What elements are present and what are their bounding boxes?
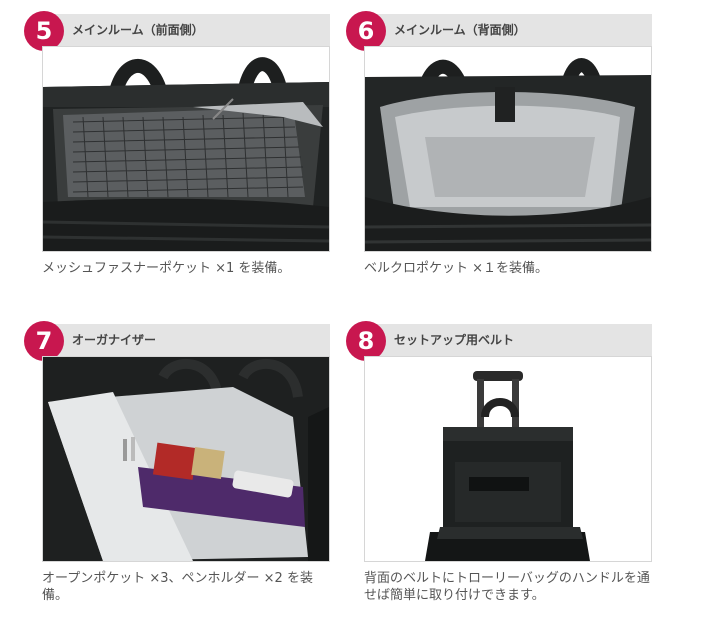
section-header: 7 オーガナイザー: [24, 321, 330, 361]
bag-photo: [42, 356, 330, 562]
section-header: 8 セットアップ用ベルト: [346, 321, 652, 361]
feature-card-8: 8 セットアップ用ベルト 背面のベルトにトローリーバッグのハンドルを通せば簡単に…: [346, 321, 652, 604]
feature-card-5: 5 メインルーム（前面側） メッシュファスナーポ: [24, 11, 330, 277]
section-title: メインルーム（背面側）: [394, 23, 526, 37]
section-caption: 背面のベルトにトローリーバッグのハンドルを通せば簡単に取り付けできます。: [364, 571, 650, 603]
bag-photo: [364, 46, 652, 252]
section-title: セットアップ用ベルト: [394, 333, 515, 347]
section-caption: ベルクロポケット ×１を装備。: [364, 261, 549, 276]
bag-photo: [364, 356, 652, 562]
number-badge: 7: [24, 321, 64, 361]
bag-photo: [42, 46, 330, 252]
section-title: メインルーム（前面側）: [72, 23, 204, 37]
number-badge: 6: [346, 11, 386, 51]
section-header: 6 メインルーム（背面側）: [346, 11, 652, 51]
feature-card-7: 7 オーガナイザー オープンポケット ×3、ペンホルダー ×2 を装備。: [24, 321, 330, 604]
feature-card-6: 6 メインルーム（背面側） ベルクロポケット ×１を装備。: [346, 11, 652, 277]
section-caption: メッシュファスナーポケット ×1 を装備。: [42, 261, 291, 276]
section-title: オーガナイザー: [72, 333, 157, 347]
number-badge: 8: [346, 321, 386, 361]
section-caption: オープンポケット ×3、ペンホルダー ×2 を装備。: [42, 571, 313, 603]
number-badge: 5: [24, 11, 64, 51]
section-header: 5 メインルーム（前面側）: [24, 11, 330, 51]
